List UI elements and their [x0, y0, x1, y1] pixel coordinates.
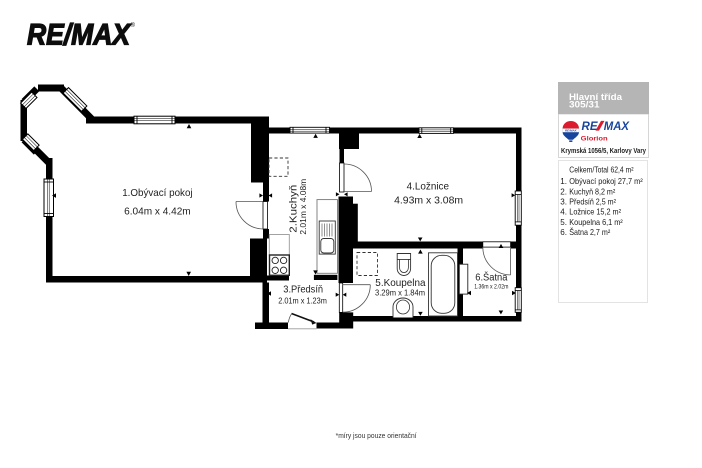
svg-text:4.Ložnice: 4.Ložnice — [407, 180, 450, 192]
svg-text:4.: 4. — [560, 208, 567, 217]
svg-text:Předsíň 2,5 m²: Předsíň 2,5 m² — [569, 198, 616, 207]
svg-text:Krymská 1056/5, Karlovy Vary: Krymská 1056/5, Karlovy Vary — [561, 146, 647, 155]
svg-text:Koupelna 6,1 m²: Koupelna 6,1 m² — [569, 218, 623, 227]
svg-text:1.Obývací pokoj: 1.Obývací pokoj — [122, 187, 192, 199]
svg-text:Hlavní třída: Hlavní třída — [569, 92, 623, 103]
svg-text:6.Šatna: 6.Šatna — [475, 271, 507, 284]
svg-text:2.01m x 1.23m: 2.01m x 1.23m — [278, 296, 327, 306]
svg-text:2.01m x 4.08m: 2.01m x 4.08m — [298, 179, 308, 235]
svg-text:Kuchyň 8,2 m²: Kuchyň 8,2 m² — [569, 187, 615, 196]
svg-text:Šatna 2,7 m²: Šatna 2,7 m² — [569, 228, 610, 237]
svg-text:3.Předsíň: 3.Předsíň — [283, 285, 323, 296]
svg-text:3.29m x 1.84m: 3.29m x 1.84m — [375, 287, 425, 297]
svg-text:*míry jsou pouze orientační: *míry jsou pouze orientační — [336, 431, 417, 440]
svg-text:MAX: MAX — [604, 121, 631, 133]
svg-text:2.: 2. — [560, 187, 567, 196]
svg-text:305/31: 305/31 — [569, 99, 600, 110]
svg-text:Obývací pokoj 27,7 m²: Obývací pokoj 27,7 m² — [569, 177, 643, 186]
svg-text:6.04m x 4.42m: 6.04m x 4.42m — [124, 206, 191, 218]
svg-text:RE/MAX: RE/MAX — [565, 129, 578, 133]
svg-text:5.: 5. — [560, 218, 567, 227]
svg-text:3.: 3. — [560, 198, 567, 207]
svg-text:Celkem/Total 62,4 m²: Celkem/Total 62,4 m² — [569, 165, 633, 174]
svg-text:RE: RE — [582, 121, 598, 133]
svg-text:1.: 1. — [560, 177, 567, 186]
svg-text:Ložnice 15,2 m²: Ložnice 15,2 m² — [569, 208, 621, 217]
svg-text:2.Kuchyň: 2.Kuchyň — [288, 184, 299, 232]
svg-text:®: ® — [131, 22, 136, 29]
svg-text:1.36m x 2.02m: 1.36m x 2.02m — [474, 285, 508, 291]
svg-text:Glorion: Glorion — [581, 135, 608, 142]
svg-text:6.: 6. — [560, 228, 567, 237]
svg-text:4.93m x 3.08m: 4.93m x 3.08m — [394, 194, 463, 206]
svg-text:5.Koupelna: 5.Koupelna — [375, 278, 425, 289]
svg-text:RE/MAX: RE/MAX — [27, 18, 132, 51]
